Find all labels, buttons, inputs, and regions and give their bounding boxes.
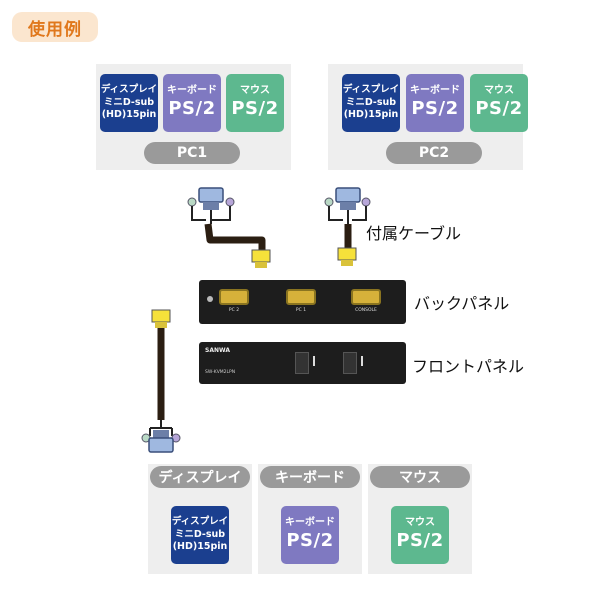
console-keyboard-label: キーボード <box>285 517 335 528</box>
screw-icon <box>207 296 213 302</box>
pc2-display-line1: ディスプレイ <box>342 84 400 96</box>
pc2-box: ディスプレイ ミニD-sub (HD)15pin キーボード PS/2 マウス … <box>328 64 528 170</box>
port-pc1-label: PC 1 <box>295 308 307 313</box>
pc1-mouse-label: マウス <box>240 85 270 96</box>
pc2-keyboard-port: PS/2 <box>411 98 459 119</box>
console-display-box: ディスプレイ ディスプレイ ミニD-sub (HD)15pin <box>148 464 252 574</box>
switch-button-1 <box>295 352 309 374</box>
pc2-label: PC2 <box>386 142 482 164</box>
console-keyboard-header: キーボード <box>260 466 360 488</box>
console-keyboard-port: PS/2 <box>286 530 334 551</box>
pc1-mouse-card: マウス PS/2 <box>226 74 284 132</box>
brand-logo: SANWA <box>205 347 230 354</box>
led-indicator <box>361 356 363 366</box>
port-pc2 <box>219 289 249 305</box>
console-mouse-port: PS/2 <box>396 530 444 551</box>
pc2-display-card: ディスプレイ ミニD-sub (HD)15pin <box>342 74 400 132</box>
pc2-mouse-label: マウス <box>484 85 514 96</box>
pc1-display-card: ディスプレイ ミニD-sub (HD)15pin <box>100 74 158 132</box>
console-mouse-label: マウス <box>405 517 435 528</box>
pc2-display-line2: ミニD-sub <box>345 96 397 108</box>
pc1-cable <box>187 187 271 268</box>
console-display-line2: ミニD-sub <box>174 528 226 540</box>
pc1-keyboard-port: PS/2 <box>168 98 216 119</box>
console-display-line1: ディスプレイ <box>171 516 229 528</box>
back-panel-label: バックパネル <box>414 294 510 313</box>
pc2-display-line3: (HD)15pin <box>343 109 399 121</box>
pc1-box: ディスプレイ ミニD-sub (HD)15pin キーボード PS/2 マウス … <box>96 64 291 170</box>
pc1-label: PC1 <box>144 142 240 164</box>
port-pc1 <box>286 289 316 305</box>
console-mouse-header: マウス <box>370 466 470 488</box>
model-label: SW-KVM2LPN <box>205 370 236 375</box>
pc2-mouse-port: PS/2 <box>475 98 523 119</box>
pc2-keyboard-label: キーボード <box>410 85 460 96</box>
cable-label: 付属ケーブル <box>366 224 462 243</box>
console-mouse-card: マウス PS/2 <box>391 506 449 564</box>
console-keyboard-box: キーボード キーボード PS/2 <box>258 464 362 574</box>
port-console-label: CONSOLE <box>355 308 377 313</box>
console-display-card: ディスプレイ ミニD-sub (HD)15pin <box>171 506 229 564</box>
pc1-display-line3: (HD)15pin <box>101 109 157 121</box>
pc1-keyboard-label: キーボード <box>167 85 217 96</box>
port-pc2-label: PC 2 <box>228 308 240 313</box>
console-cable <box>141 309 181 453</box>
console-display-line3: (HD)15pin <box>172 541 228 553</box>
pc1-display-line1: ディスプレイ <box>100 84 158 96</box>
console-mouse-box: マウス マウス PS/2 <box>368 464 472 574</box>
console-keyboard-card: キーボード PS/2 <box>281 506 339 564</box>
pc1-keyboard-card: キーボード PS/2 <box>163 74 221 132</box>
switch-button-2 <box>343 352 357 374</box>
console-display-header: ディスプレイ <box>150 466 250 488</box>
port-console <box>351 289 381 305</box>
front-panel-label: フロントパネル <box>412 357 525 376</box>
pc2-mouse-card: マウス PS/2 <box>470 74 528 132</box>
pc2-keyboard-card: キーボード PS/2 <box>406 74 464 132</box>
pc1-mouse-port: PS/2 <box>231 98 279 119</box>
pc2-cable <box>324 187 371 266</box>
device-back-panel: PC 2 PC 1 CONSOLE <box>199 280 406 324</box>
pc1-display-line2: ミニD-sub <box>103 96 155 108</box>
page-title: 使用例 <box>12 12 98 42</box>
led-indicator <box>313 356 315 366</box>
device-front-panel: SANWA SW-KVM2LPN <box>199 342 406 384</box>
